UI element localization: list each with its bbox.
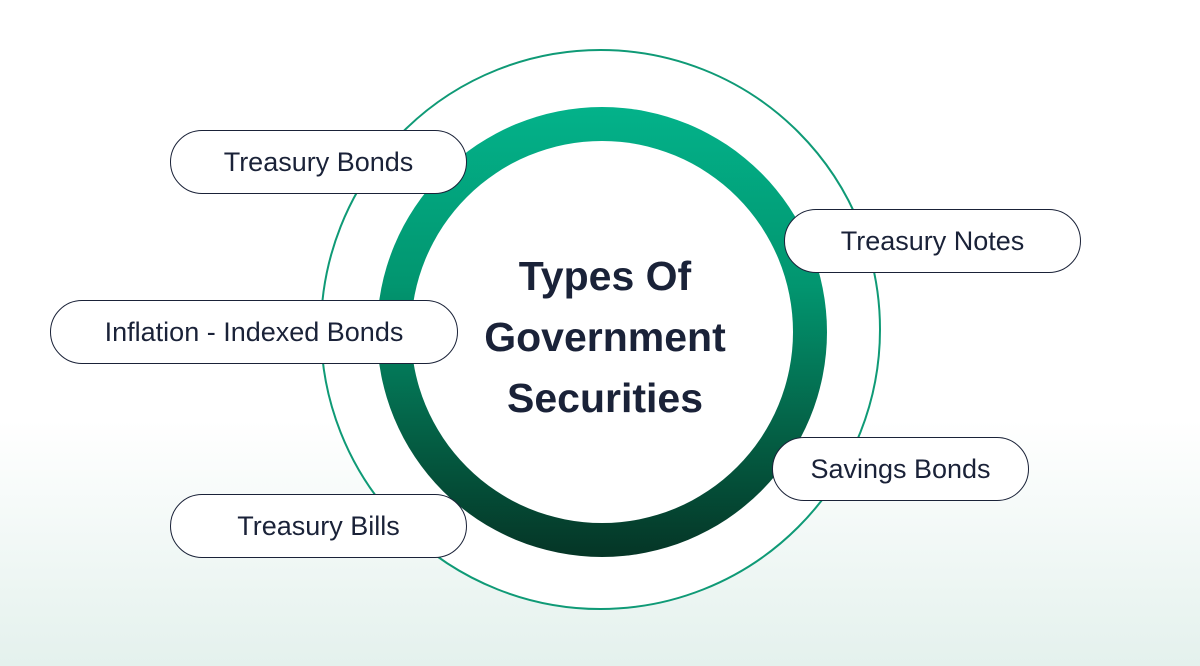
diagram-title: Types Of Government Securities (430, 246, 780, 429)
pill-inflation-indexed-bonds: Inflation - Indexed Bonds (50, 300, 458, 364)
center-circle (411, 141, 793, 523)
pill-treasury-notes: Treasury Notes (784, 209, 1081, 273)
pill-savings-bonds: Savings Bonds (772, 437, 1029, 501)
pill-treasury-bonds: Treasury Bonds (170, 130, 467, 194)
title-line-1: Types Of (518, 253, 692, 299)
title-line-2: Government (484, 314, 726, 360)
title-line-3: Securities (507, 375, 703, 421)
pill-treasury-bills: Treasury Bills (170, 494, 467, 558)
